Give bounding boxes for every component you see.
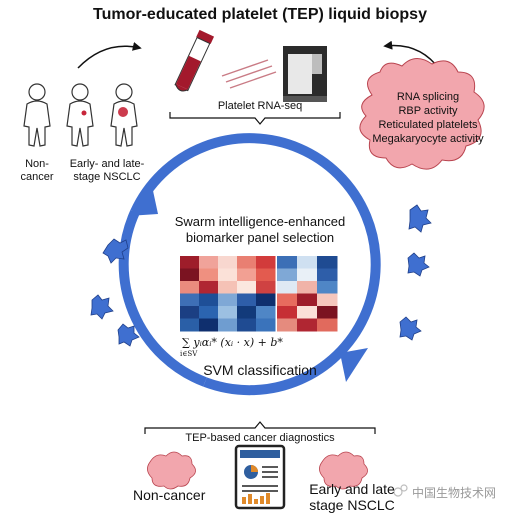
heatmap-cell [317,318,338,332]
heatmap-cell [256,281,276,294]
heatmap-cell [317,256,338,269]
watermark-text: 中国生物技术网 [412,486,497,500]
heatmap-cell [218,306,238,319]
rna-strands-icon [221,59,277,89]
label-platelet-rnaseq: Platelet RNA-seq [217,100,303,112]
heatmap-cell [218,256,238,269]
biology-cloud-list: RNA splicing RBP activity Reticulated pl… [370,90,486,146]
result-non-cancer: Non-cancer [133,487,206,503]
heatmap-cell [256,306,276,319]
heatmap-cell [317,306,338,319]
heatmap-cell [199,306,219,319]
heatmap-cell [297,268,318,282]
cycle-arrowhead-bottom-icon [340,348,368,382]
platelet-cell-icon [102,238,129,264]
heatmap-cell [199,318,219,332]
heatmap-cell [256,318,276,332]
heatmap-cell [297,293,318,307]
heatmap-cell [317,293,338,307]
label-early-late-stage: Early- and late- stage NSCLC [69,158,145,183]
cloud-item-megakaryocyte-activity: Megakaryocyte activity [372,133,484,145]
heatmap-cell [237,281,257,294]
heatmap-cell [256,268,276,282]
heatmap-cell [297,306,318,319]
figure-title: Tumor-educated platelet (TEP) liquid bio… [93,6,427,23]
heatmap-cell [180,318,200,332]
blood-tube-icon [174,29,215,92]
svm-formula: ∑ yᵢαᵢ* (xᵢ · x) + b* [182,336,283,349]
heatmap-cell [199,293,219,307]
person-non-cancer-icon [23,83,51,147]
flow-arrow-left [77,42,142,69]
report-document-icon [234,444,286,510]
heatmap-left [180,256,276,332]
heatmap-cell [277,318,298,332]
platelet-cells [90,204,432,347]
svm-classification-label: SVM classification [203,362,317,378]
selection-title: Swarm intelligence-enhanced biomarker pa… [174,214,346,245]
heatmap-cell [237,293,257,307]
svm-formula-subscript: i∈SV [180,350,198,358]
diagnostics-bracket [144,421,376,434]
heatmap-cell [218,268,238,282]
person-late-stage-icon [110,83,138,147]
heatmap-cell [256,256,276,269]
sequencer-icon [283,46,327,102]
heatmap-cell [180,306,200,319]
heatmap-cell [297,281,318,294]
heatmap-cell [180,256,200,269]
nsclc-blob-icon [319,451,368,490]
cloud-item-rna-splicing: RNA splicing [396,91,460,103]
rna-seq-bracket [169,112,341,125]
heatmap-cell [180,293,200,307]
platelet-cell-icon [399,316,422,341]
biology-cloud-shape [359,58,485,170]
heatmap-cell [277,293,298,307]
heatmap-cell [277,268,298,282]
heatmap-cell [237,256,257,269]
platelet-cell-icon [408,204,432,233]
heatmap-cell [218,318,238,332]
heatmap-cell [218,281,238,294]
heatmap-cell [199,268,219,282]
heatmap-cell [297,256,318,269]
cloud-item-rbp-activity: RBP activity [398,105,458,117]
heatmap-cell [277,281,298,294]
heatmap-cell [237,306,257,319]
platelet-cell-icon [117,323,140,347]
heatmap-cell [237,268,257,282]
cycle-arrow [118,133,381,396]
heatmap-cell [317,268,338,282]
heatmap-cell [277,306,298,319]
heatmap-cell [199,281,219,294]
watermark-logo-icon [393,484,408,497]
platelet-cell-icon [90,294,114,320]
heatmap-cell [199,256,219,269]
heatmap-cell [237,318,257,332]
heatmap-cell [297,318,318,332]
platelet-cell-icon [407,252,430,277]
cycle-arrowhead-top-icon [128,186,158,216]
heatmap-cell [218,293,238,307]
heatmap-right [277,256,338,332]
heatmap-cell [256,293,276,307]
label-non-cancer: Non- cancer [20,158,54,183]
heatmap-cell [277,256,298,269]
heatmap-cell [180,281,200,294]
heatmap-cell [180,268,200,282]
cloud-item-reticulated-platelets: Reticulated platelets [378,119,478,131]
diagnostics-label: TEP-based cancer diagnostics [185,432,335,444]
result-nsclc: Early and late stage NSCLC [309,481,395,513]
person-early-stage-icon [66,83,94,147]
non-cancer-blob-icon [147,451,196,490]
heatmap-cell [317,281,338,294]
